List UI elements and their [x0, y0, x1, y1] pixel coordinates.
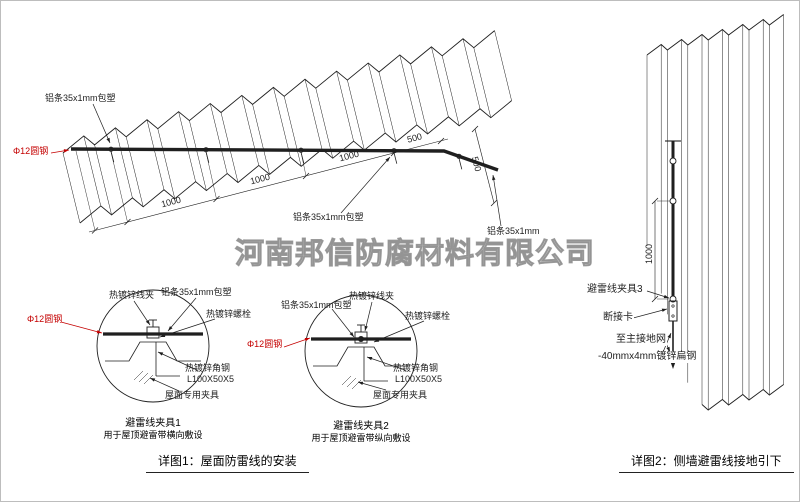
- detail1-title: 避雷线夹具1: [125, 418, 181, 429]
- caption-detail-1: 详图1：屋面防雷线的安装: [146, 452, 309, 473]
- detail2-label-roof-fixture: 屋面专用夹具: [373, 390, 428, 400]
- detail2-label-angle-steel: 热镀锌角钢: [393, 363, 439, 373]
- detail1-label-galvanized-bolt: 热镀锌螺栓: [206, 309, 252, 319]
- detail1-label-roof-fixture: 屋面专用夹具: [165, 390, 220, 400]
- detail-circle-2-drawing: [283, 294, 425, 408]
- detail2-subtitle: 用于屋顶避雷带纵向敷设: [311, 433, 411, 443]
- detail2-title: 避雷线夹具2: [333, 421, 389, 432]
- detail1-label-angle-size: L100X50X5: [187, 374, 235, 384]
- detail1-label-round-steel: Φ12圆钢: [27, 314, 63, 324]
- roof-label-aluminum-strip-right: 铝条35x1mm: [487, 226, 540, 236]
- detail1-label-aluminum-strip: 铝条35x1mm包塑: [161, 287, 232, 297]
- roof-label-aluminum-strip-top: 铝条35x1mm包塑: [45, 93, 116, 103]
- detail2-label-angle-size: L100X50X5: [395, 374, 443, 384]
- detail1-subtitle: 用于屋顶避雷带横向敷设: [103, 430, 203, 440]
- detail2-label-galvanized-clamp: 热镀锌线夹: [349, 291, 395, 301]
- detail1-label-angle-steel: 热镀锌角钢: [185, 363, 231, 373]
- detail2-label-galvanized-bolt: 热镀锌螺栓: [405, 311, 451, 321]
- wall-dim-1000: 1000: [644, 243, 654, 264]
- detail-circle-1-drawing: [60, 289, 216, 403]
- roof-label-aluminum-strip-mid: 铝条35x1mm包塑: [293, 212, 364, 222]
- detail1-label-galvanized-clamp: 热镀锌线夹: [109, 290, 155, 300]
- detail2-label-aluminum-strip: 铝条35x1mm包塑: [281, 300, 352, 310]
- wall-label-to-ground-grid: 至主接地网: [615, 334, 667, 346]
- roof-label-round-steel: Φ12圆钢: [13, 146, 49, 156]
- roof-isometric-drawing: [50, 30, 512, 234]
- caption-detail-2: 详图2：侧墙避雷线接地引下: [619, 452, 794, 473]
- wall-label-flat-steel: -40mmx4mm镀锌扁钢: [597, 351, 698, 363]
- detail2-label-round-steel: Φ12圆钢: [247, 339, 283, 349]
- wall-label-clamp-3: 避雷线夹具3: [586, 284, 644, 296]
- wall-label-disconnect-link: 断接卡: [602, 312, 634, 324]
- wall-down-conductor-drawing: [632, 14, 784, 411]
